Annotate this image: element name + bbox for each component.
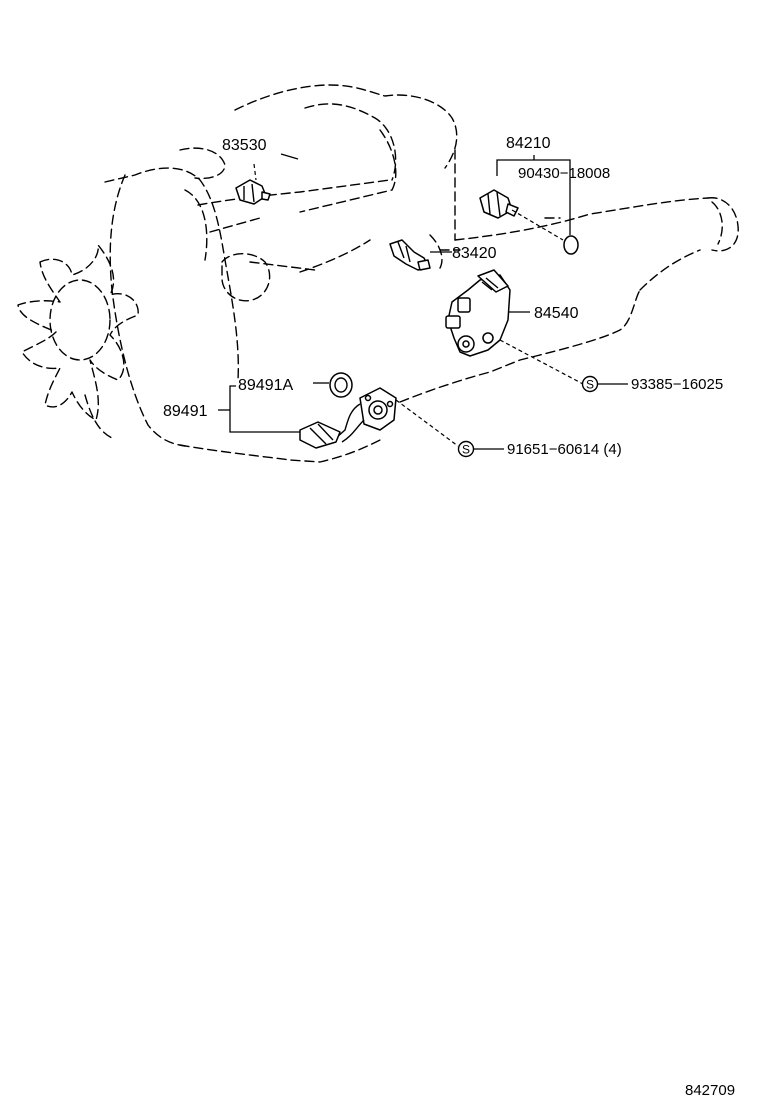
o-ring-inner	[334, 377, 348, 393]
screw-symbol-93385: S	[581, 375, 599, 393]
screw-symbol-91651: S	[457, 440, 475, 458]
gasket-washer-90430[interactable]	[563, 235, 579, 255]
label-83420[interactable]: 83420	[452, 245, 497, 262]
svg-text:S: S	[462, 443, 470, 457]
part-83420-sensor[interactable]	[389, 239, 431, 271]
leader-lines	[218, 153, 628, 450]
svg-text:S: S	[586, 378, 594, 392]
label-84210[interactable]: 84210	[506, 135, 551, 152]
o-ring-89491A[interactable]	[329, 372, 353, 398]
part-84540-switch[interactable]	[445, 269, 511, 357]
label-93385[interactable]: 93385−16025	[631, 376, 723, 393]
label-91651[interactable]: 91651−60614 (4)	[507, 441, 622, 458]
part-84210-switch[interactable]	[479, 189, 519, 219]
label-83530[interactable]: 83530	[222, 137, 267, 154]
figure-reference-code: 842709	[685, 1082, 735, 1099]
part-89491-sensor[interactable]	[299, 387, 397, 449]
label-84540[interactable]: 84540	[534, 305, 579, 322]
part-83530-sensor[interactable]	[235, 179, 271, 205]
label-89491A[interactable]: 89491A	[238, 377, 293, 394]
label-90430[interactable]: 90430−18008	[518, 165, 610, 182]
label-89491[interactable]: 89491	[163, 403, 208, 420]
